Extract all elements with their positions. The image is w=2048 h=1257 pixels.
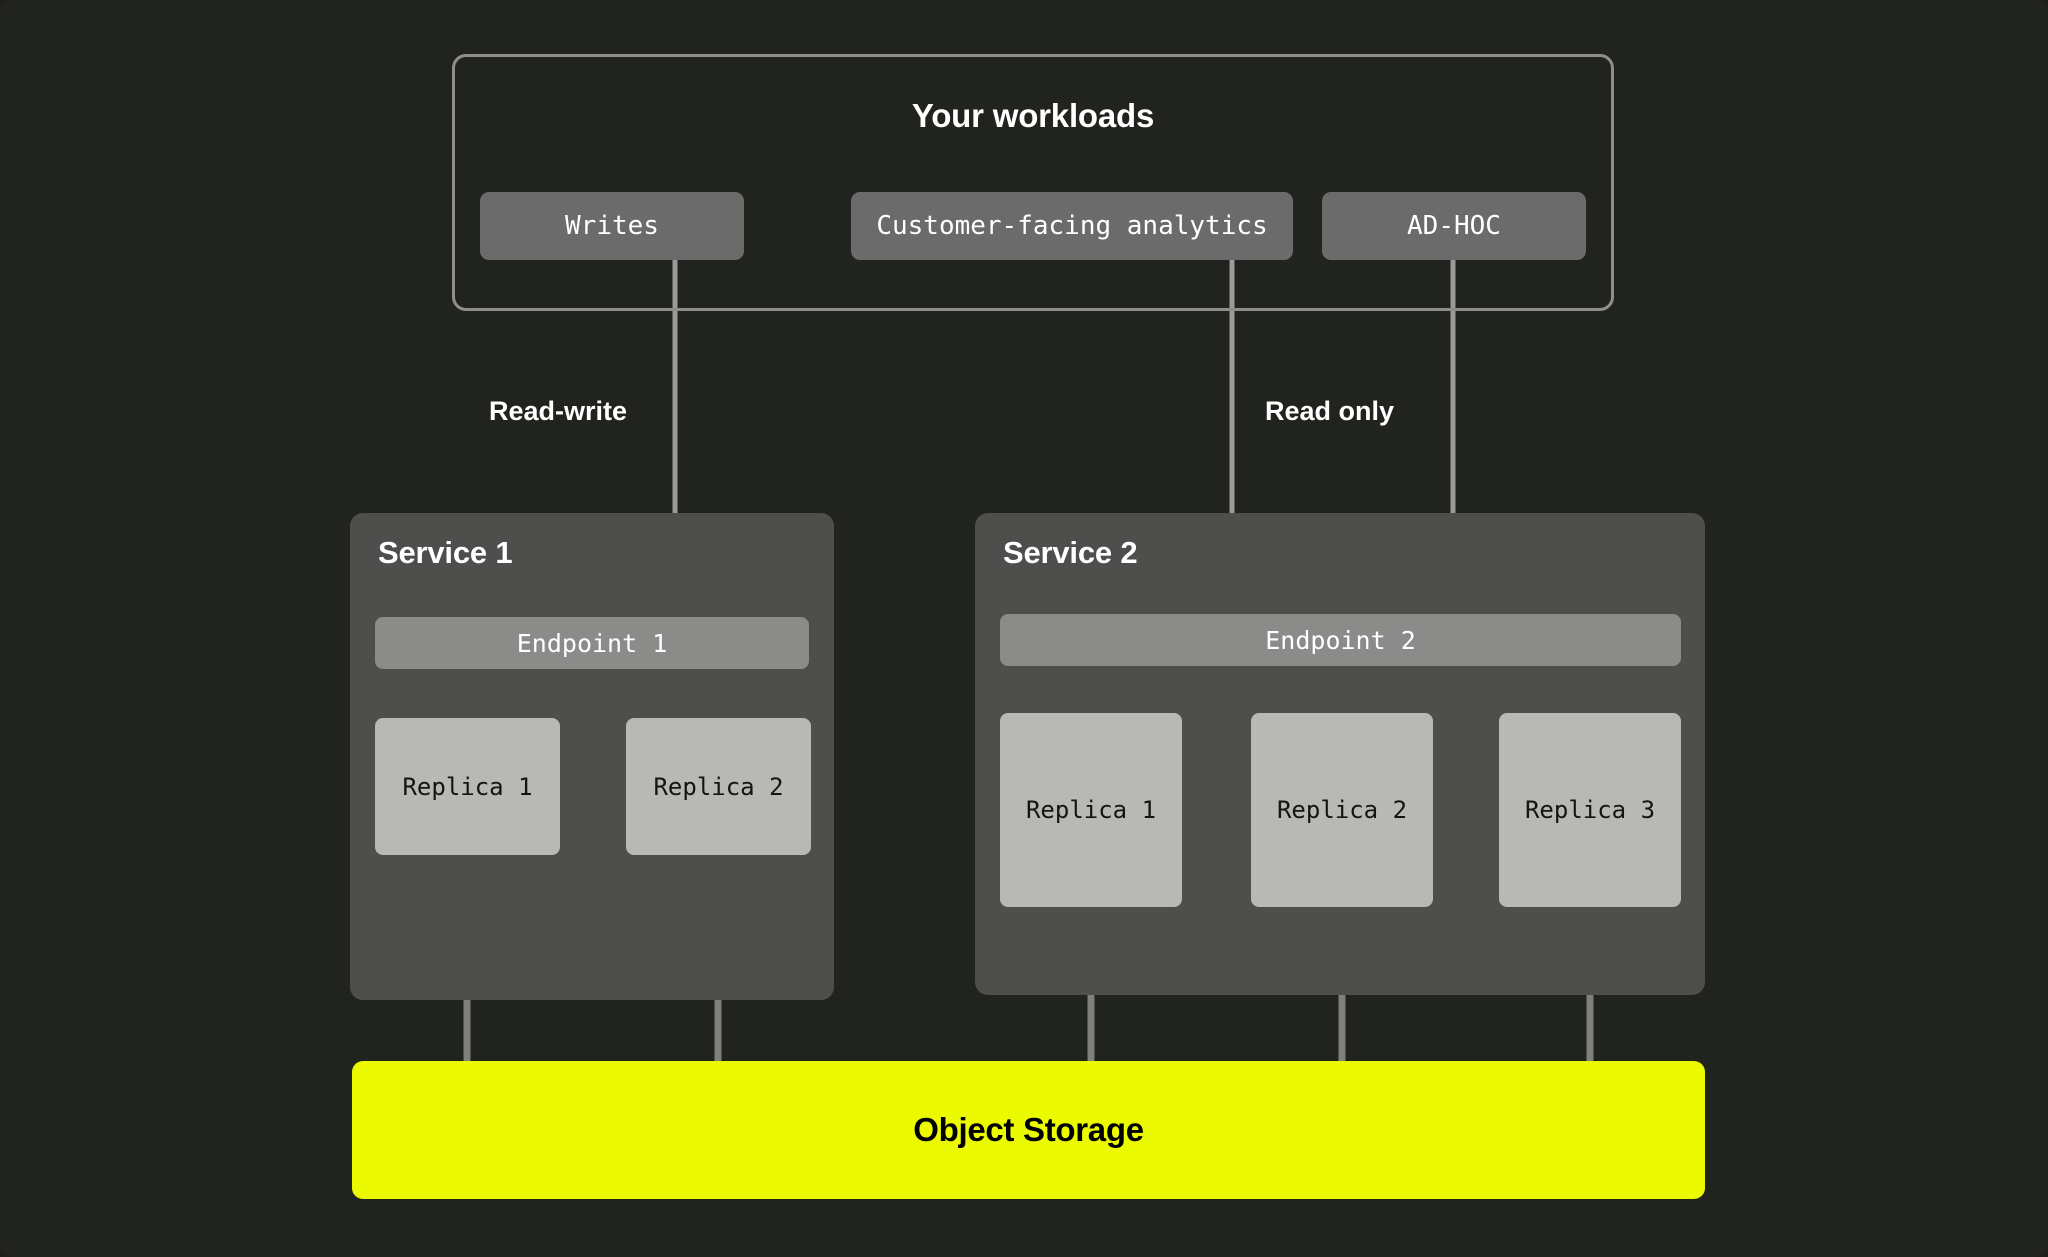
workloads-frame: Your workloads: [452, 54, 1614, 311]
workload-box-adhoc[interactable]: AD-HOC: [1322, 192, 1586, 260]
endpoint-2-box[interactable]: Endpoint 2: [1000, 614, 1681, 666]
service-1-replica-1[interactable]: Replica 1: [375, 718, 560, 855]
service-2-replica-3[interactable]: Replica 3: [1499, 713, 1681, 907]
workload-box-writes[interactable]: Writes: [480, 192, 744, 260]
object-storage-bar[interactable]: Object Storage: [352, 1061, 1705, 1199]
service-2-replica-1[interactable]: Replica 1: [1000, 713, 1182, 907]
service-2-replica-2[interactable]: Replica 2: [1251, 713, 1433, 907]
service-1-replica-2[interactable]: Replica 2: [626, 718, 811, 855]
workloads-title: Your workloads: [911, 97, 1155, 134]
service-2-title: Service 2: [1003, 535, 1138, 570]
service-1-title: Service 1: [378, 535, 513, 570]
flow-label-read-only: Read only: [1265, 396, 1395, 426]
workload-box-analytics[interactable]: Customer-facing analytics: [851, 192, 1293, 260]
object-storage-label: Object Storage: [913, 1111, 1144, 1148]
service-panel-2[interactable]: Service 2 Endpoint 2 Replica 1 Replica 2…: [975, 513, 1705, 995]
service-panel-1[interactable]: Service 1 Endpoint 1 Replica 1 Replica 2: [350, 513, 834, 1000]
flow-label-read-write: Read-write: [489, 396, 628, 426]
endpoint-1-box[interactable]: Endpoint 1: [375, 617, 809, 669]
